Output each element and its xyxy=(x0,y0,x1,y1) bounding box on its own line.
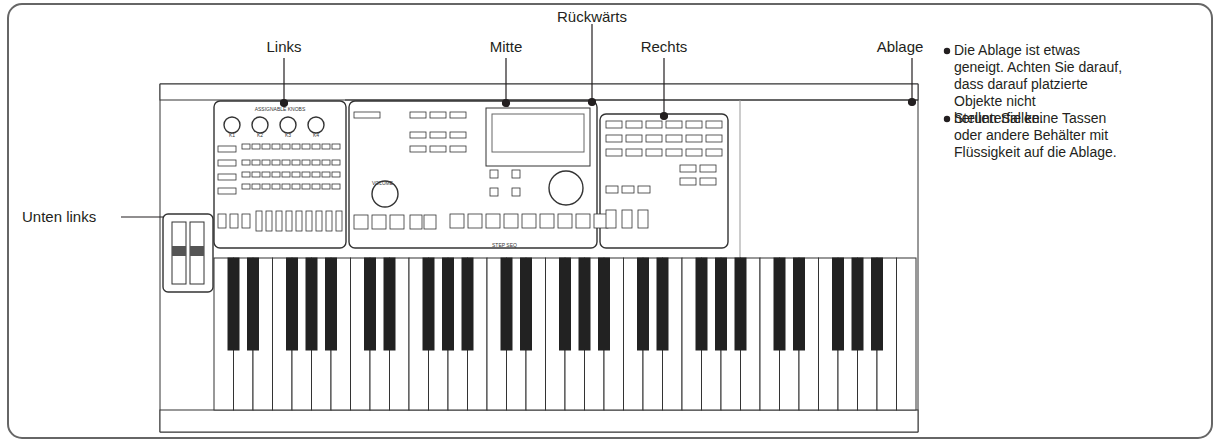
black-key xyxy=(462,258,473,350)
region-label: Links xyxy=(266,38,301,56)
panel-text: VOLUME xyxy=(372,180,393,186)
button-group xyxy=(242,144,340,189)
black-key xyxy=(521,258,532,350)
panel-text: K3 xyxy=(285,132,291,138)
black-key xyxy=(501,258,512,350)
black-key xyxy=(872,258,883,350)
dial xyxy=(549,171,583,205)
region-mitte xyxy=(349,101,597,248)
knobs xyxy=(224,117,324,133)
black-key xyxy=(579,258,590,350)
black-key xyxy=(287,258,298,350)
leader-lines xyxy=(121,24,950,217)
panel-text: K4 xyxy=(313,132,319,138)
button-group xyxy=(410,112,466,138)
region-label: Mitte xyxy=(490,38,523,56)
keyboard-body xyxy=(160,84,918,432)
black-key xyxy=(560,258,571,350)
display xyxy=(486,108,590,166)
black-key xyxy=(365,258,376,350)
white-key xyxy=(897,258,917,410)
region-label: Rechts xyxy=(641,38,688,56)
region-label: Ablage xyxy=(877,38,924,56)
region-label: Unten links xyxy=(22,208,96,226)
black-key xyxy=(794,258,805,350)
button-group xyxy=(680,165,716,185)
button-group xyxy=(410,146,466,152)
black-key xyxy=(423,258,434,350)
button-group xyxy=(256,211,342,231)
black-key xyxy=(657,258,668,350)
black-key xyxy=(326,258,337,350)
button-group xyxy=(450,214,608,228)
button-group xyxy=(606,210,648,228)
button-group xyxy=(606,121,722,156)
black-key xyxy=(833,258,844,350)
region-rechts xyxy=(600,114,728,248)
button-group xyxy=(490,170,520,196)
button-group xyxy=(354,215,404,229)
black-key xyxy=(735,258,746,350)
panel-text: ASSIGNABLE KNOBS xyxy=(255,106,306,112)
black-key xyxy=(716,258,727,350)
black-key xyxy=(774,258,785,350)
black-key xyxy=(852,258,863,350)
black-key xyxy=(696,258,707,350)
button-group xyxy=(218,146,236,194)
black-key xyxy=(638,258,649,350)
black-key xyxy=(599,258,610,350)
region-unten-links xyxy=(163,214,213,292)
region-links xyxy=(214,101,346,248)
note-text: Stellen Sie keine Tassen oder andere Beh… xyxy=(954,110,1126,161)
button-group xyxy=(218,214,250,228)
panel-text: K1 xyxy=(229,132,235,138)
black-key xyxy=(248,258,259,350)
black-key xyxy=(443,258,454,350)
volume-knob xyxy=(372,181,398,207)
button-group xyxy=(410,215,436,229)
frame xyxy=(8,4,1212,438)
panel-text: STEP SEQ xyxy=(492,242,517,248)
black-key xyxy=(306,258,317,350)
button-group xyxy=(606,186,650,193)
panel-text: K2 xyxy=(257,132,263,138)
black-key xyxy=(384,258,395,350)
rear-strip xyxy=(160,84,918,100)
button-group xyxy=(354,112,380,118)
front-lip xyxy=(160,410,918,432)
rear-label: Rückwärts xyxy=(557,8,627,26)
black-key xyxy=(228,258,239,350)
